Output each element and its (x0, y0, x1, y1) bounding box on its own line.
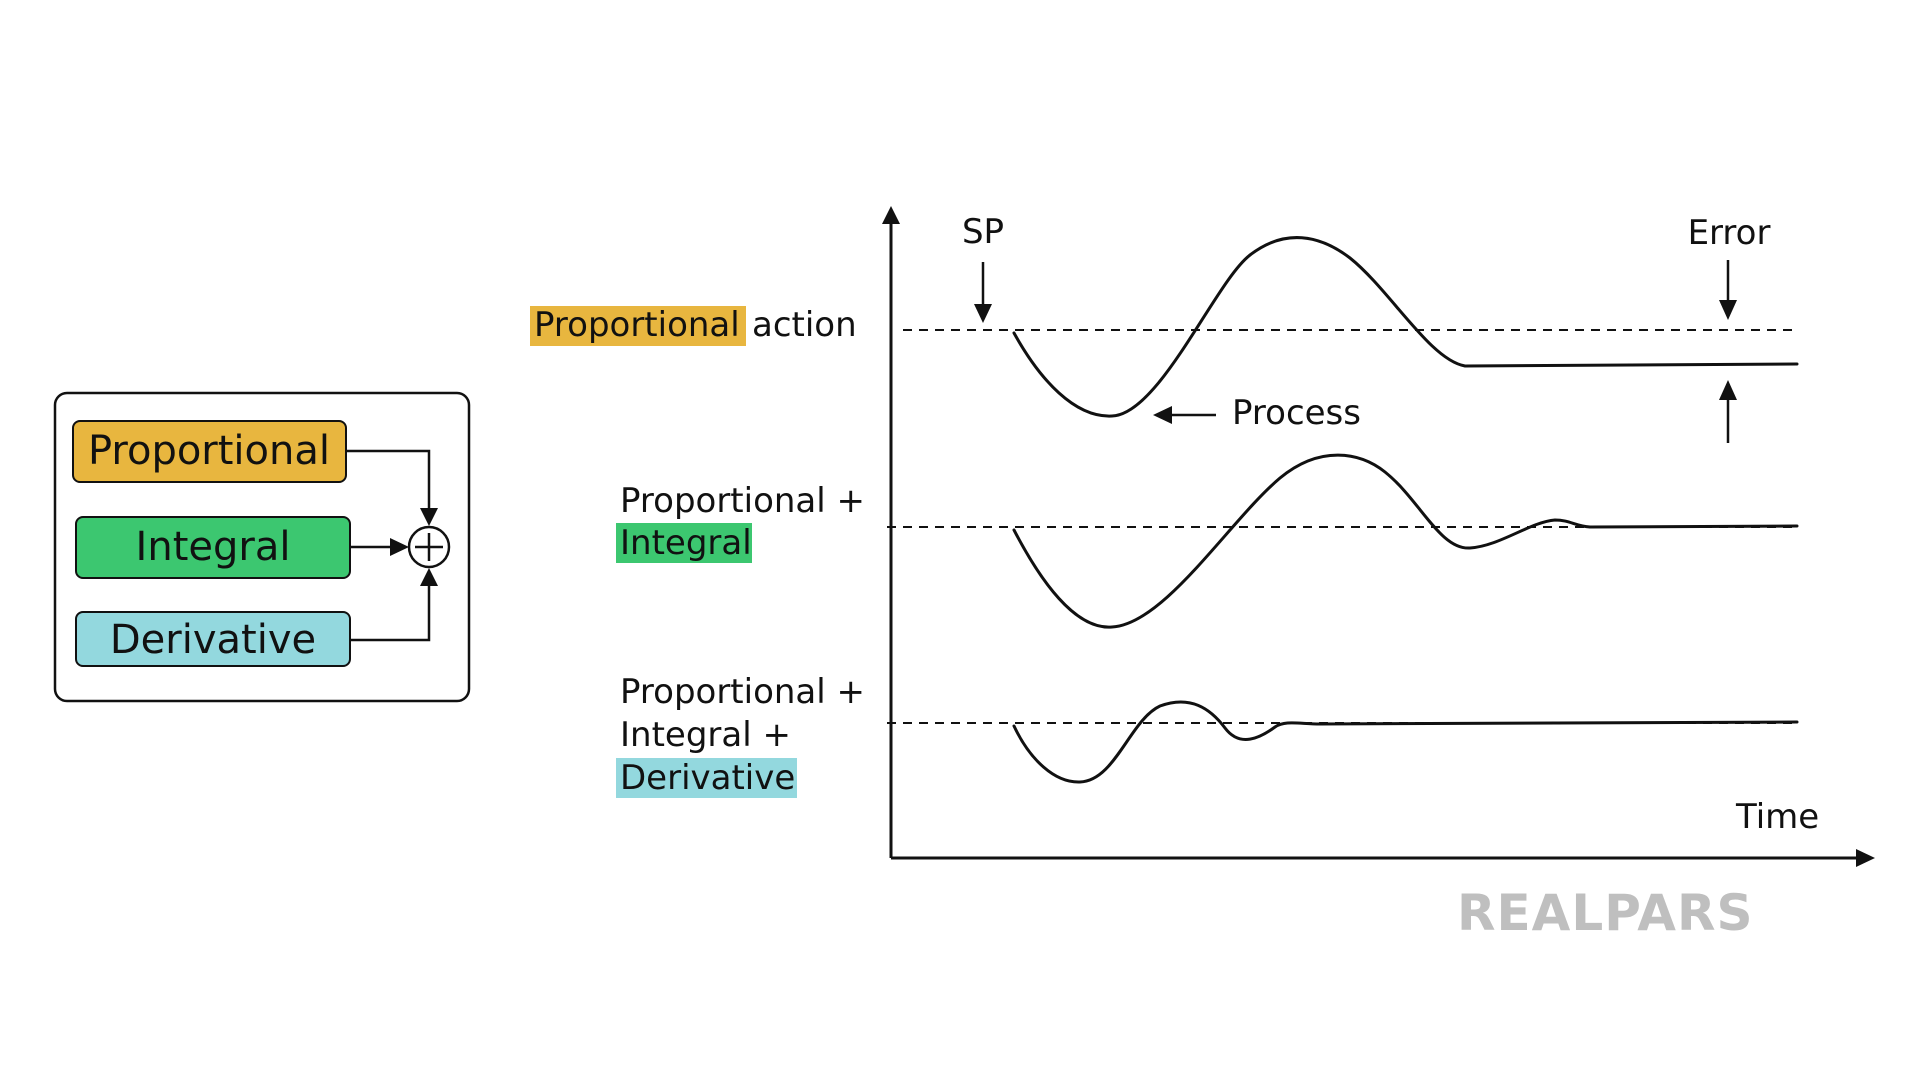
row3-label-line2: Integral + (620, 715, 791, 755)
x-axis-arrowhead (1856, 849, 1875, 867)
error-arrow-down-head (1719, 300, 1737, 320)
proportional-wire (346, 449, 431, 510)
integral-block-label: Integral (136, 524, 291, 570)
row3-highlight (616, 758, 797, 798)
row3-label-line1: Proportional + (620, 672, 865, 712)
row2-process-curve (1012, 453, 1799, 629)
y-axis-arrowhead (882, 206, 900, 224)
row2-highlight (616, 523, 752, 563)
proportional-wire-arrowhead (420, 508, 438, 526)
row2-label-line1: Proportional + (620, 481, 865, 521)
row1-label: action (752, 305, 857, 345)
sp-arrow-head (974, 304, 992, 323)
process-arrow-head (1153, 406, 1172, 424)
process-label: Process (1232, 393, 1361, 433)
integral-wire-arrowhead (390, 538, 409, 556)
sp-label: SP (962, 212, 1004, 252)
row2-highlight-label: Integral (620, 523, 752, 563)
response-plot: Time Proportional action SP Error Proces… (530, 206, 1875, 867)
row1-highlight-label: Proportional (534, 305, 740, 345)
derivative-block-label: Derivative (110, 617, 316, 663)
row1-highlight (530, 306, 746, 346)
row3-highlight-label: Derivative (620, 758, 795, 798)
pid-block-diagram: Proportional Integral Derivative (53, 391, 471, 703)
error-label: Error (1688, 213, 1771, 253)
error-arrow-up-head (1719, 380, 1737, 400)
row1-process-curve (1012, 236, 1799, 418)
realpars-logo: REALPARS (1457, 884, 1753, 942)
proportional-block-label: Proportional (88, 428, 330, 474)
row3-process-curve (1012, 700, 1799, 784)
derivative-wire-arrowhead (420, 568, 438, 586)
derivative-wire (350, 585, 431, 642)
x-axis-label: Time (1735, 797, 1819, 837)
